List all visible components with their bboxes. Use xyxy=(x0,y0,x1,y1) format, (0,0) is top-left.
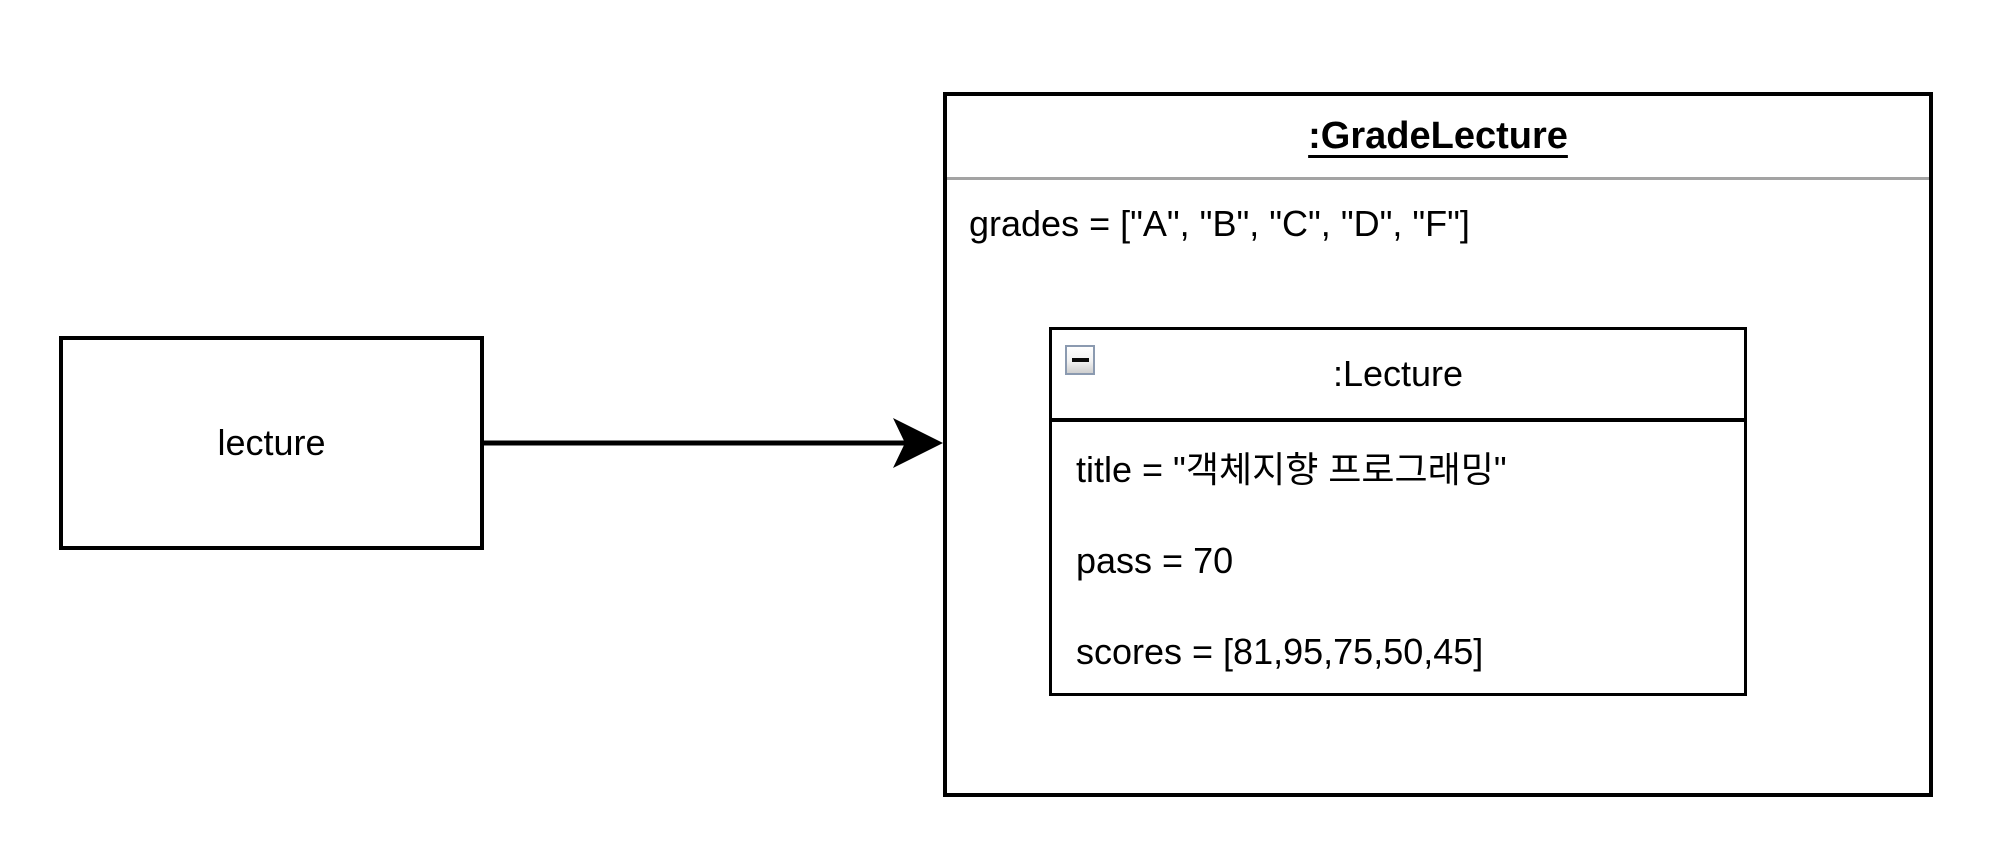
reference-arrow[interactable] xyxy=(484,413,943,473)
minus-icon xyxy=(1071,358,1089,362)
lecture-header: :Lecture xyxy=(1052,330,1744,422)
grade-lecture-header: :GradeLecture xyxy=(947,96,1929,180)
lecture-reference-box[interactable]: lecture xyxy=(59,336,484,550)
lecture-attribute-pass: pass = 70 xyxy=(1076,540,1234,581)
lecture-object-box[interactable]: :Lecture title = "객체지향 프로그래밍" pass = 70 … xyxy=(1049,327,1747,696)
arrowhead-icon xyxy=(893,418,943,468)
lecture-attribute-title: title = "객체지향 프로그래밍" xyxy=(1076,449,1507,490)
lecture-reference-label: lecture xyxy=(217,422,326,463)
grade-lecture-attribute-grades: grades = ["A", "B", "C", "D", "F"] xyxy=(969,203,1470,244)
collapse-button[interactable] xyxy=(1065,345,1095,375)
grade-lecture-title: :GradeLecture xyxy=(1308,115,1568,157)
lecture-title: :Lecture xyxy=(1332,353,1464,394)
lecture-attribute-scores: scores = [81,95,75,50,45] xyxy=(1076,631,1484,672)
lecture-attributes: title = "객체지향 프로그래밍" pass = 70 scores = … xyxy=(1052,422,1744,674)
grade-lecture-object-box[interactable]: :GradeLecture grades = ["A", "B", "C", "… xyxy=(943,92,1933,797)
